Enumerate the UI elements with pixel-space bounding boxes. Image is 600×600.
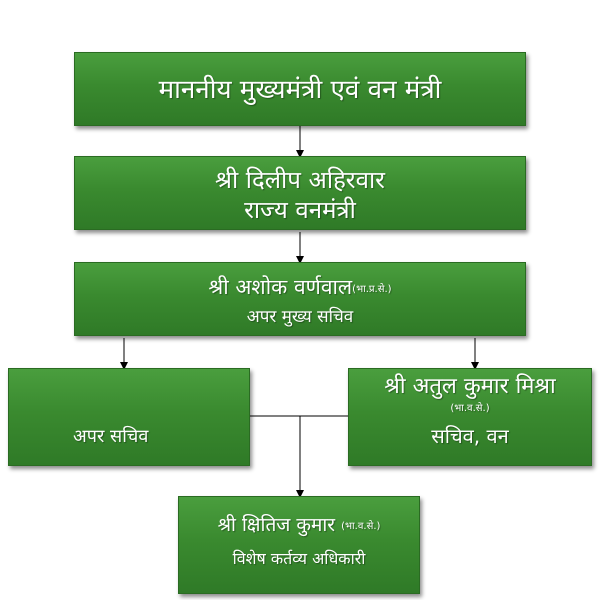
node-additional-secretary-title: अपर सचिव bbox=[73, 426, 149, 447]
node-secretary: श्री अतुल कुमार मिश्रा (भा.व.से.) सचिव, … bbox=[348, 368, 592, 466]
node-osd-title: विशेष कर्तव्य अधिकारी bbox=[232, 549, 366, 568]
node-osd-qualification: (भा.व.से.) bbox=[341, 521, 381, 532]
node-state-minister: श्री दिलीप अहिरवार राज्य वनमंत्री bbox=[74, 156, 526, 230]
node-state-minister-name: श्री दिलीप अहिरवार bbox=[214, 166, 386, 194]
node-chief-minister: माननीय मुख्यमंत्री एवं वन मंत्री bbox=[74, 52, 526, 126]
node-officer-special-duty: श्री क्षितिज कुमार (भा.व.से.) विशेष कर्त… bbox=[178, 496, 420, 594]
node-secretary-name: श्री अतुल कुमार मिश्रा bbox=[384, 374, 556, 399]
node-additional-chief-secretary: श्री अशोक वर्णवाल(भा.प्र.से.) अपर मुख्य … bbox=[74, 262, 526, 336]
node-secretary-title: सचिव, वन bbox=[431, 424, 509, 448]
node-osd-name: श्री क्षितिज कुमार bbox=[217, 514, 336, 536]
node-acs-title: अपर मुख्य सचिव bbox=[246, 307, 354, 327]
node-chief-minister-title: माननीय मुख्यमंत्री एवं वन मंत्री bbox=[158, 75, 442, 105]
node-acs-qualification: (भा.प्र.से.) bbox=[352, 284, 392, 295]
node-state-minister-title: राज्य वनमंत्री bbox=[244, 196, 356, 224]
node-additional-secretary: अपर सचिव bbox=[8, 368, 250, 466]
node-acs-name: श्री अशोक वर्णवाल bbox=[208, 275, 353, 299]
node-secretary-qualification: (भा.व.से.) bbox=[450, 403, 490, 414]
